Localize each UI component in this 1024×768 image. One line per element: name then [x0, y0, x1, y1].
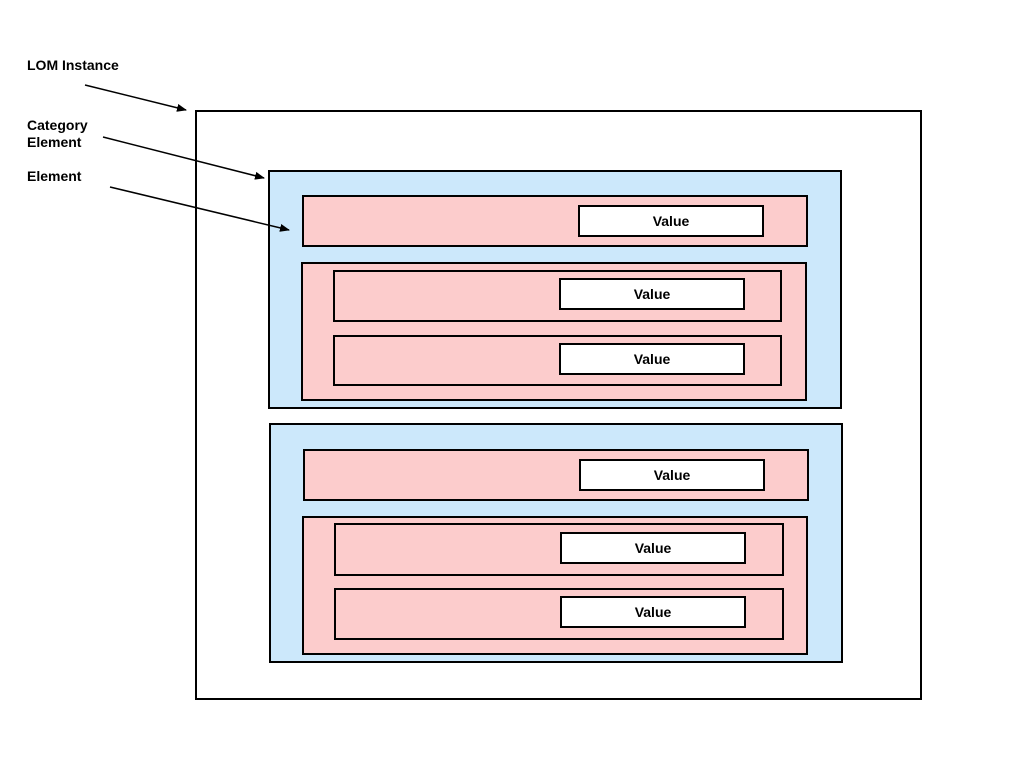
category-element-label: Category Element: [27, 117, 88, 151]
element-label: Element: [27, 168, 82, 184]
value-box: Value: [560, 596, 746, 628]
value-box: Value: [560, 532, 746, 564]
value-box: Value: [559, 343, 745, 375]
category-label-line2: Element: [27, 134, 82, 150]
value-box: Value: [579, 459, 765, 491]
element-box: [334, 523, 784, 576]
value-box: Value: [559, 278, 745, 310]
value-box: Value: [578, 205, 764, 237]
category-label-line1: Category: [27, 117, 88, 133]
lom-instance-arrow: [84, 84, 187, 112]
lom-instance-label: LOM Instance: [27, 57, 119, 73]
